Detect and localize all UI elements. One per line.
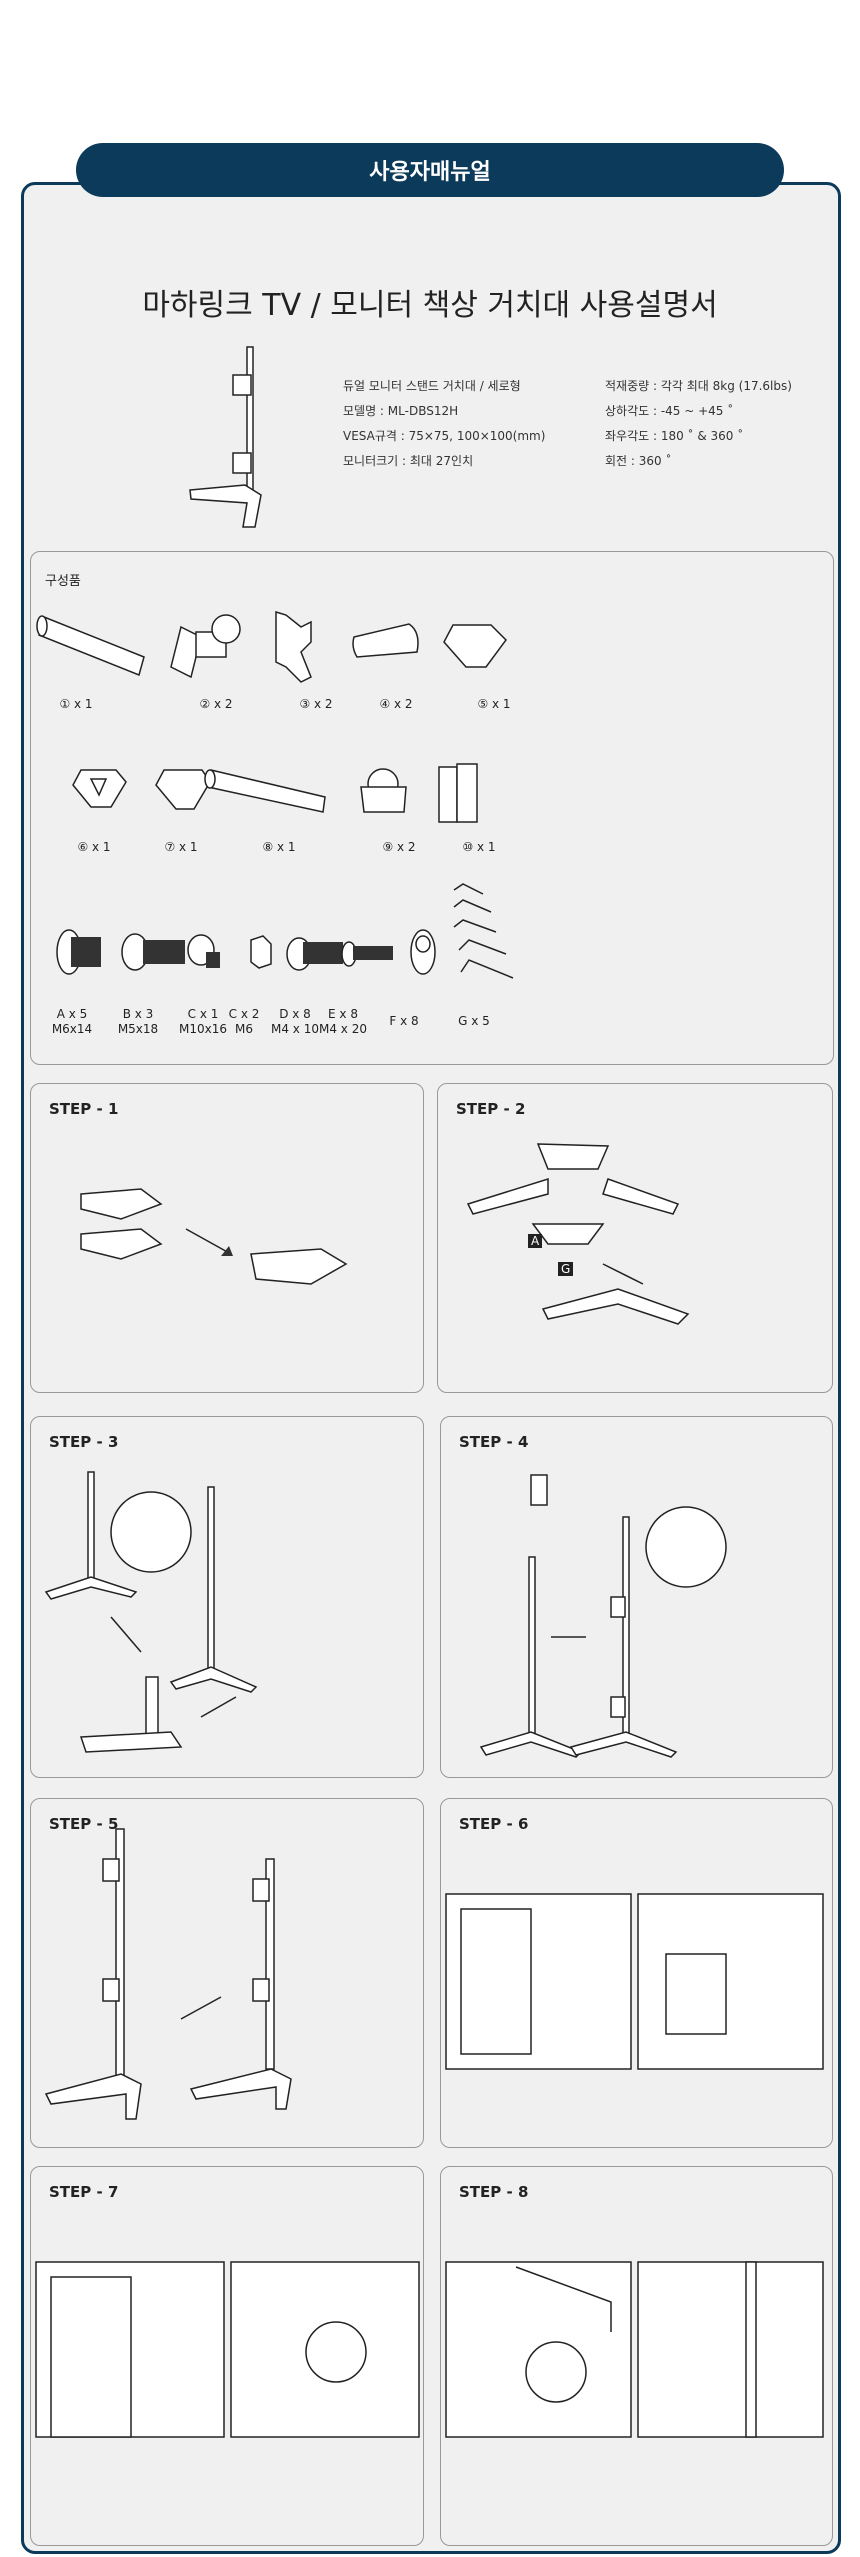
hardware-g-label: G x 5 [458,1014,490,1028]
step-2-illustration [466,1143,690,1325]
part-6-qty: ⑥ x 1 [77,840,111,854]
spec-swivel: 좌우각도 : 180 ˚ & 360 ˚ [605,429,744,443]
spec-rotation: 회전 : 360 ˚ [605,454,672,468]
step-8-illustration [445,2261,824,2438]
spec-size: 모니터크기 : 최대 27인치 [343,454,474,468]
header-badge: 사용자매뉴얼 [76,143,784,197]
part-2-qty: ② x 2 [199,697,233,711]
spec-type: 듀얼 모니터 스탠드 거치대 / 세로형 [343,379,521,393]
step-4-illustration [479,1474,727,1758]
part-3-qty: ③ x 2 [299,697,333,711]
screw-d-icon [286,937,343,971]
step-5-illustration [44,1828,292,2120]
screw-a-icon [56,929,101,975]
spec-load: 적재중량 : 각각 최대 8kg (17.6lbs) [605,379,792,393]
step-1-panel: STEP - 1 [30,1083,424,1393]
page-title: 마하링크 TV / 모니터 책상 거치대 사용설명서 [142,288,718,323]
step-4-panel: STEP - 4 [440,1416,833,1778]
part-4-qty: ④ x 2 [379,697,413,711]
screw-b-icon [121,933,185,971]
step-6-illustration [445,1893,824,2070]
part-2-bracket [170,614,241,679]
step-5-panel: STEP - 5 [30,1798,424,2148]
step-3-illustration [44,1471,258,1753]
step-3-title: STEP - 3 [49,1433,119,1451]
part-1-qty: ① x 1 [59,697,93,711]
stand-illustration [189,346,262,528]
step-8-title: STEP - 8 [459,2183,529,2201]
part-9-qty: ⑨ x 2 [382,840,416,854]
step-3-panel: STEP - 3 [30,1416,424,1778]
part-7-cover [155,769,211,810]
step-1-title: STEP - 1 [49,1100,119,1118]
part-1-pole [36,615,145,677]
hex-key-g-icon [453,883,514,979]
step-5-title: STEP - 5 [49,1815,119,1833]
parts-panel: 구성품 ① x 1 ② x 2 ③ x 2 ④ x 2 ⑤ x 1 ⑥ x 1 … [30,551,834,1065]
part-9-clamp [360,768,407,813]
screw-e-icon [341,941,393,967]
parts-title: 구성품 [45,574,81,589]
hardware-f-label: F x 8 [389,1014,419,1028]
step-8-panel: STEP - 8 [440,2166,833,2546]
step-4-title: STEP - 4 [459,1433,529,1451]
label-a: A [528,1234,543,1248]
step-6-panel: STEP - 6 [440,1798,833,2148]
step-6-title: STEP - 6 [459,1815,529,1833]
part-10-joint [438,763,478,823]
part-4-leg [352,623,419,658]
spec-tilt: 상하각도 : -45 ~ +45 ˚ [605,404,734,418]
part-3-vesa-plate [275,610,312,683]
label-g: G [558,1262,574,1276]
step-1-illustration [80,1188,348,1285]
part-8-qty: ⑧ x 1 [262,840,296,854]
step-7-panel: STEP - 7 [30,2166,424,2546]
part-8-pole [204,769,326,813]
part-5-base-plate [443,624,507,668]
step-7-title: STEP - 7 [49,2183,119,2201]
step-7-illustration [35,2261,420,2438]
screw-c-icon [187,934,220,968]
part-6-plate [72,769,127,808]
part-5-qty: ⑤ x 1 [477,697,511,711]
spacer-f-icon [410,929,436,975]
step-2-title: STEP - 2 [456,1100,526,1118]
nut-c-icon [250,935,272,969]
part-7-qty: ⑦ x 1 [164,840,198,854]
step-2-panel: STEP - 2 A G [437,1083,833,1393]
hardware-illustrations [56,883,514,979]
spec-model: 모델명 : ML-DBS12H [343,404,459,418]
part-10-qty: ⑩ x 1 [462,840,496,854]
spec-vesa: VESA규격 : 75×75, 100×100(mm) [343,429,546,443]
